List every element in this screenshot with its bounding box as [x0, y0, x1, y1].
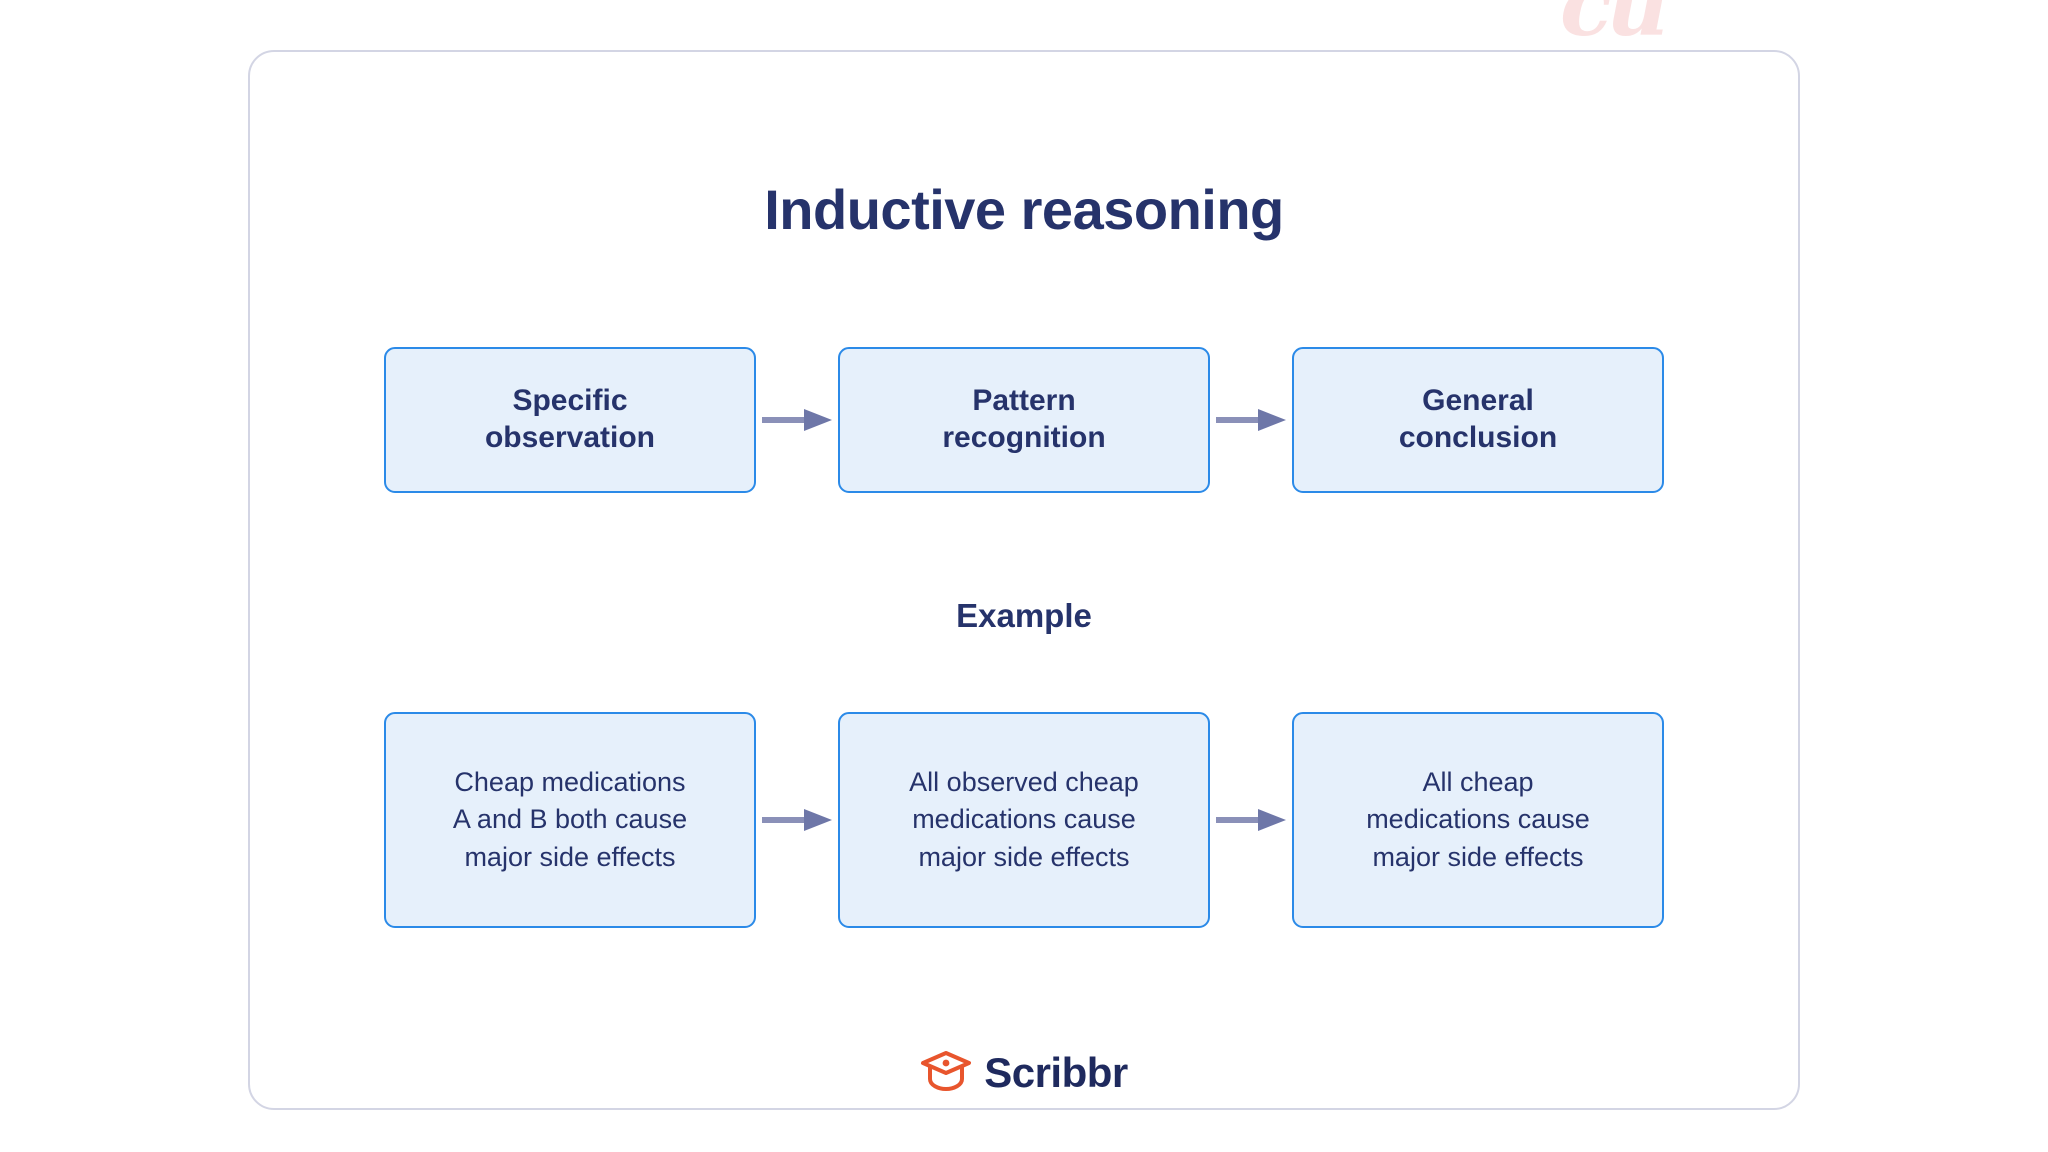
node-example-pattern[interactable]: All observed cheap medications cause maj… — [838, 712, 1210, 928]
pink-script-watermark: cu — [1560, 0, 1669, 56]
diagram-card: Inductive reasoning Specific observation… — [248, 50, 1800, 1110]
node-label: General conclusion — [1398, 384, 1558, 454]
graduation-cap-icon — [920, 1048, 972, 1097]
node-label: Pattern recognition — [942, 384, 1106, 454]
node-example-conclusion[interactable]: All cheap medications cause major side e… — [1292, 712, 1664, 928]
node-label: Specific observation — [484, 384, 656, 454]
node-specific-observation[interactable]: Specific observation — [384, 347, 756, 493]
node-example-observation[interactable]: Cheap medications A and B both cause maj… — [384, 712, 756, 928]
arrow-right-icon — [756, 800, 838, 840]
node-label: All cheap medications cause major side e… — [1366, 767, 1590, 872]
concept-flow-row: Specific observation Pattern recognition… — [250, 347, 1798, 493]
page-title: Inductive reasoning — [764, 178, 1284, 241]
node-label: Cheap medications A and B both cause maj… — [452, 767, 688, 872]
example-heading: Example — [956, 597, 1092, 634]
node-general-conclusion[interactable]: General conclusion — [1292, 347, 1664, 493]
node-pattern-recognition[interactable]: Pattern recognition — [838, 347, 1210, 493]
node-label: All observed cheap medications cause maj… — [909, 767, 1139, 872]
arrow-right-icon — [1210, 800, 1292, 840]
example-flow-row: Cheap medications A and B both cause maj… — [250, 712, 1798, 928]
arrow-right-icon — [756, 400, 838, 440]
brand-name: Scribbr — [984, 1048, 1128, 1096]
brand-logo: Scribbr — [250, 1048, 1798, 1097]
arrow-right-icon — [1210, 400, 1292, 440]
